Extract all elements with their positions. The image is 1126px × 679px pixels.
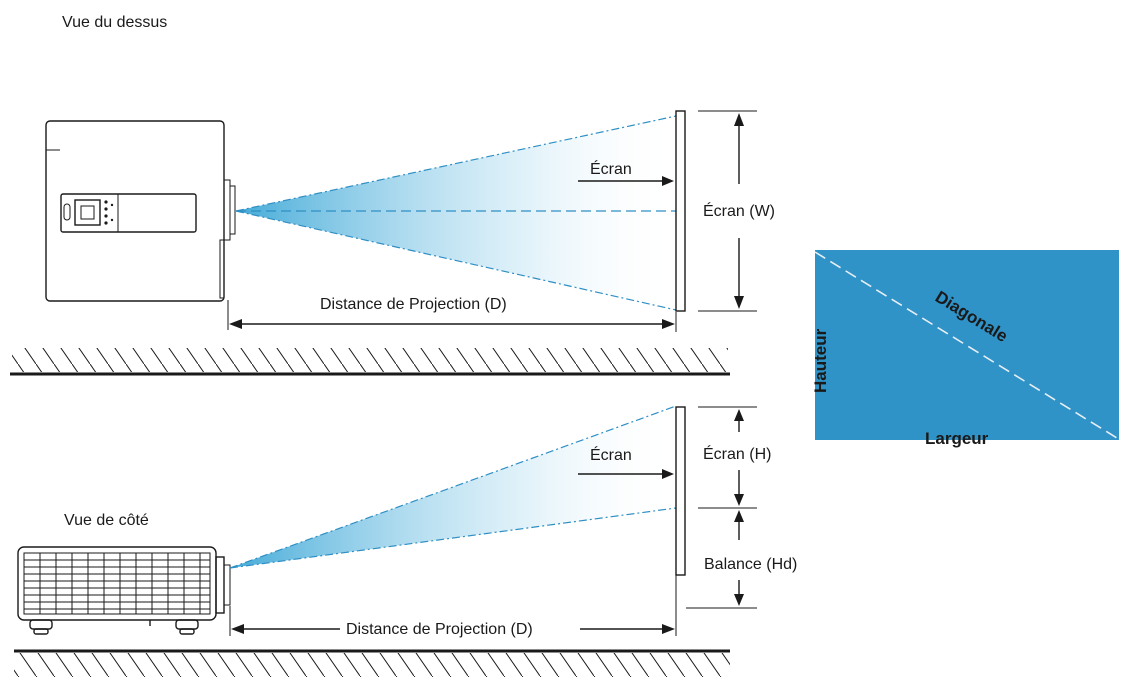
offset-label: Balance (Hd) — [704, 556, 797, 573]
side-screen-label: Écran — [590, 445, 632, 464]
top-view-title: Vue du dessus — [62, 14, 167, 31]
top-distance-label: Distance de Projection (D) — [320, 296, 507, 313]
screen-height-label: Écran (H) — [703, 444, 771, 463]
projector-top-view — [45, 120, 236, 302]
top-distance-dimension — [227, 300, 677, 332]
side-distance-dimension — [229, 575, 677, 638]
screen-width-label: Écran (W) — [703, 201, 775, 220]
projection-beam-side — [229, 405, 677, 569]
width-label: Largeur — [925, 429, 989, 448]
side-distance-label: Distance de Projection (D) — [346, 621, 533, 638]
screen-width-dimension — [698, 110, 757, 312]
top-screen-arrow — [578, 176, 674, 186]
top-screen-label: Écran — [590, 159, 632, 178]
height-label: Hauteur — [811, 328, 830, 393]
screen-height-dimension — [698, 406, 757, 509]
screen-side-view — [675, 406, 686, 576]
projector-side-view — [17, 546, 231, 635]
screen-top-view — [675, 110, 686, 312]
offset-dimension — [686, 510, 757, 609]
projection-beam-top — [235, 115, 677, 311]
floor-side — [14, 649, 730, 677]
screen-size-diagram — [814, 250, 1119, 440]
side-view-title: Vue de côté — [64, 512, 149, 529]
side-screen-arrow — [578, 469, 674, 479]
floor-top — [10, 348, 730, 376]
